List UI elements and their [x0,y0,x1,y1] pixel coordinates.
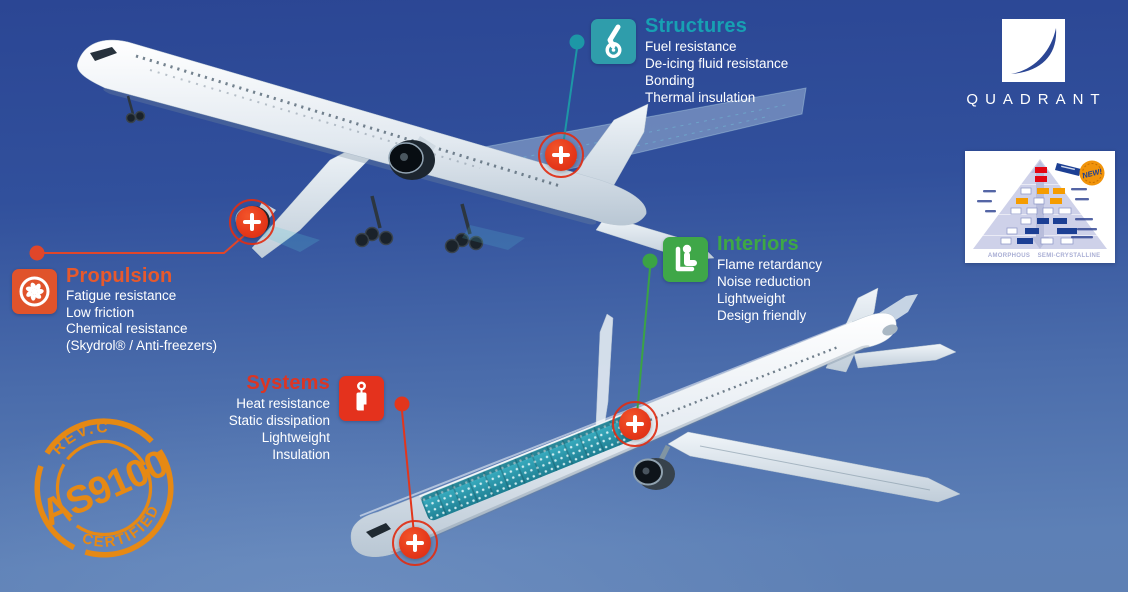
callout-systems: Systems Heat resistance Static dissipati… [158,371,384,463]
callout-propulsion: Propulsion Fatigue resistance Low fricti… [12,264,217,354]
callout-item: Static dissipation [228,413,330,428]
quadrant-logo-mark [1001,19,1065,82]
plus-icon [229,199,275,245]
callout-item: Low friction [66,304,135,320]
quadrant-logo: QUADRANT [952,19,1114,108]
new-badge: NEW! [1055,160,1105,186]
callout-structures: Structures Fuel resistance De-icing flui… [591,14,788,106]
callout-item: Chemical resistance [66,321,188,336]
callout-item: Noise reduction [717,274,811,289]
materials-pyramid-thumbnail: NEW! AMORPHOUS SEMI-CRYSTALLINE [965,151,1115,263]
callout-item: Design friendly [717,308,807,323]
landing-gear-icon [591,19,636,64]
pyramid-base-label-left: AMORPHOUS [988,253,1030,259]
plus-icon [538,132,584,178]
as9100-certified-stamp: REV.C CERTIFIED AS9100 [34,412,174,564]
callout-item: Thermal insulation [645,90,756,105]
callout-item: Heat resistance [236,396,330,411]
callout-item: Insulation [272,447,330,462]
callout-title: Systems [246,372,330,394]
plus-hotspot-interiors[interactable] [610,399,660,449]
pyramid-product-boxes [1000,167,1077,245]
turbine-fan-icon [12,269,57,314]
callout-title: Structures [645,15,748,37]
valve-sensor-icon [339,376,384,421]
callout-title: Propulsion [66,265,173,287]
plus-hotspot-structures[interactable] [536,130,586,180]
connector-interiors [636,253,658,415]
callout-item: Lightweight [261,430,330,445]
plus-icon [392,520,438,566]
callout-item: (Skydrol® / Anti-freezers) [66,337,217,353]
airplane-top-image [77,39,807,261]
callout-item: Fuel resistance [645,39,737,54]
plus-hotspot-systems[interactable] [390,518,440,568]
connector-systems [394,396,415,535]
callout-item: Fatigue resistance [66,288,177,303]
connector-structures [562,34,585,147]
callout-item: Flame retardancy [717,257,823,272]
passenger-seat-icon [663,237,708,282]
pyramid-base-label-right: SEMI-CRYSTALLINE [1038,253,1101,259]
quadrant-logo-text: QUADRANT [966,91,1107,108]
callout-item: De-icing fluid resistance [645,56,789,71]
connector-propulsion [29,232,248,261]
callout-item: Lightweight [717,291,786,306]
plus-icon [612,401,658,447]
callout-item: Bonding [645,73,695,88]
pyramid-annotations [977,188,1097,239]
callout-interiors: Interiors Flame retardancy Noise reducti… [663,232,822,324]
plus-hotspot-propulsion[interactable] [227,197,277,247]
cabin-cutaway [419,408,644,521]
callout-title: Interiors [717,233,799,255]
